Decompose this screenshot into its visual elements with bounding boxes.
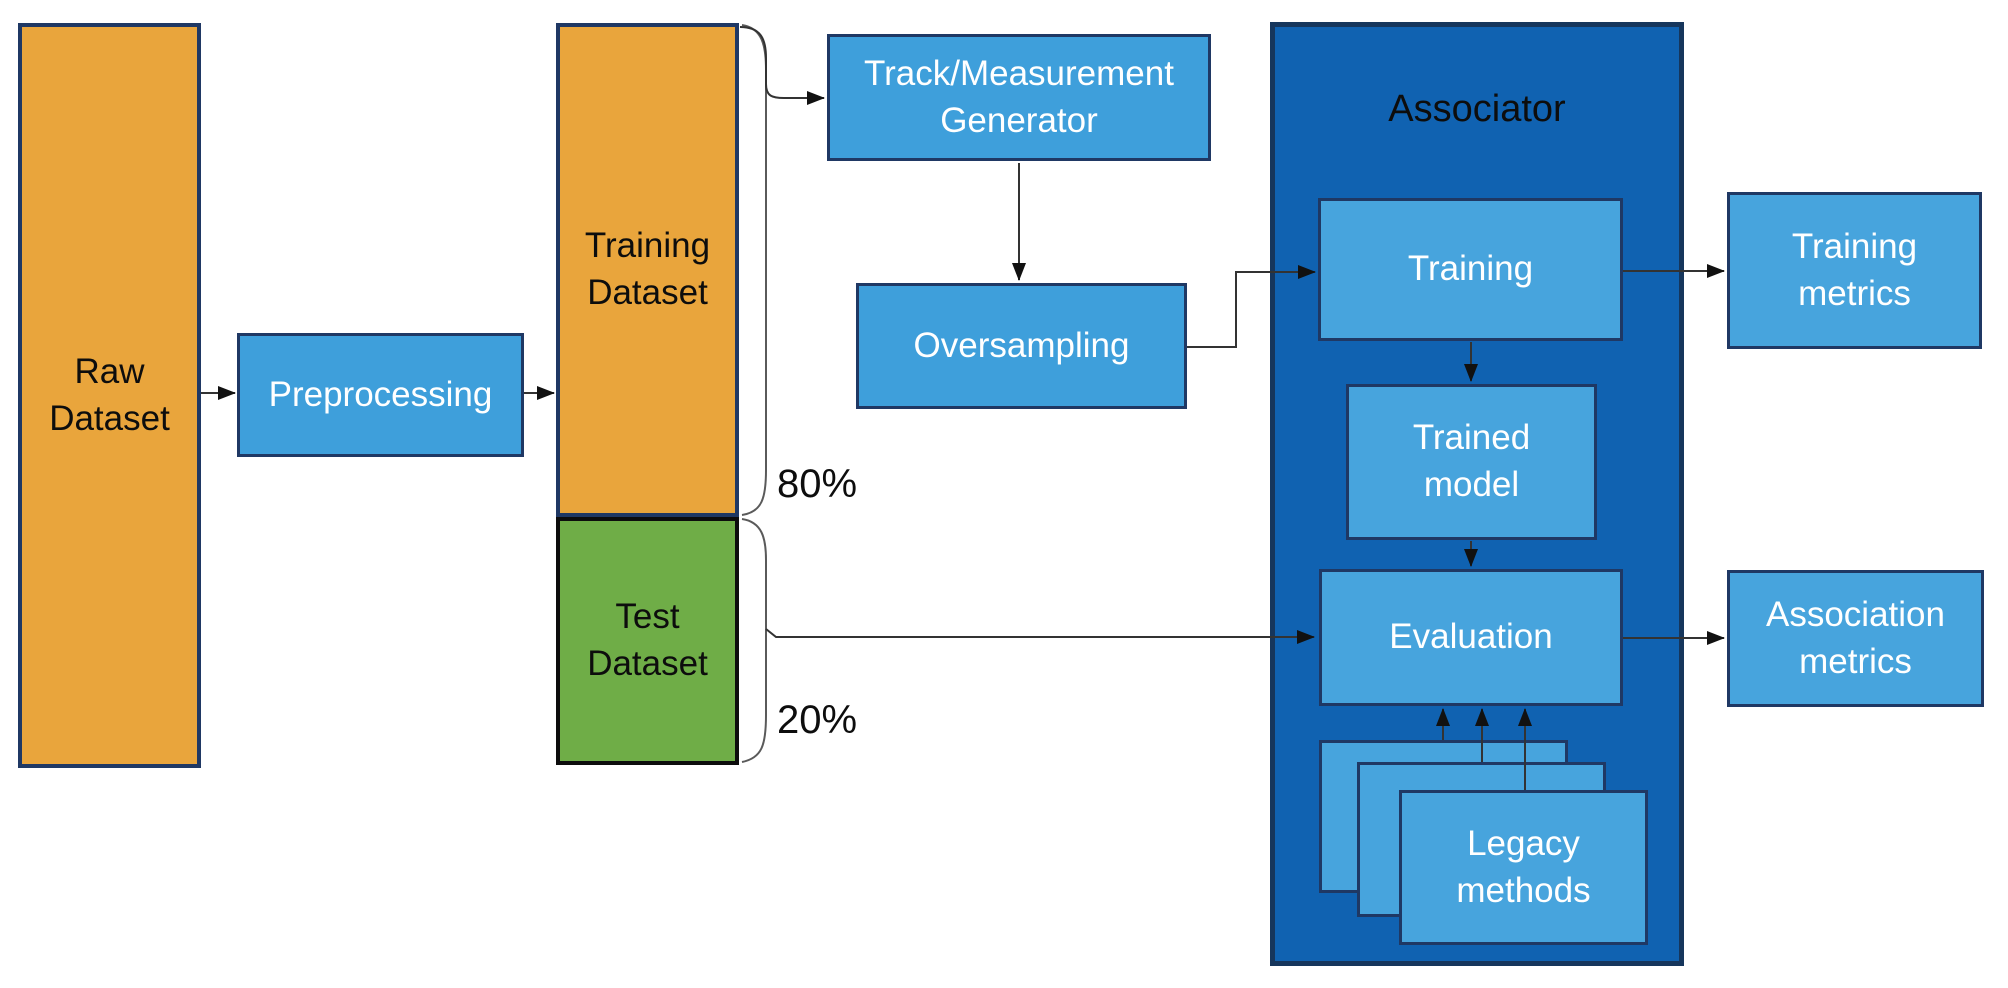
evaluation-label: Evaluation — [1389, 617, 1553, 657]
evaluation-box: Evaluation — [1319, 569, 1623, 706]
trained-model-label: Trained model — [1412, 418, 1531, 504]
training-metrics-box: Training metrics — [1727, 192, 1982, 349]
legacy-methods-label: Legacy methods — [1456, 823, 1591, 910]
training-split-percent-label: 80% — [777, 462, 858, 506]
test-dataset-box: Test Dataset — [556, 517, 739, 765]
legacy-methods-box-front: Legacy methods — [1399, 790, 1648, 945]
arrow-test-dataset-to-evaluation — [765, 628, 1315, 644]
raw-dataset-label: Raw Dataset — [49, 351, 170, 438]
preprocessing-box: Preprocessing — [237, 333, 524, 457]
test-dataset-label: Test Dataset — [587, 597, 708, 683]
oversampling-box: Oversampling — [856, 283, 1187, 409]
oversampling-label: Oversampling — [913, 325, 1130, 365]
association-metrics-box: Association metrics — [1727, 570, 1984, 707]
training-dataset-label: Training Dataset — [584, 226, 711, 312]
training-box: Training — [1318, 198, 1623, 341]
associator-label: Associator — [1388, 88, 1566, 130]
track-measurement-generator-box: Track/Measurement Generator — [827, 34, 1211, 161]
track-measurement-generator-label: Track/Measurement Generator — [864, 53, 1174, 140]
training-split-bracket — [741, 24, 767, 516]
arrow-training-dataset-to-track-generator — [739, 26, 825, 105]
training-label: Training — [1407, 249, 1534, 289]
raw-dataset-box: Raw Dataset — [18, 23, 201, 768]
test-split-bracket — [741, 518, 767, 763]
training-metrics-label: Training metrics — [1791, 226, 1918, 313]
test-split-percent-label: 20% — [777, 698, 858, 742]
training-dataset-box: Training Dataset — [556, 23, 739, 517]
trained-model-box: Trained model — [1346, 384, 1597, 540]
preprocessing-label: Preprocessing — [268, 374, 493, 414]
association-metrics-label: Association metrics — [1766, 594, 1945, 681]
